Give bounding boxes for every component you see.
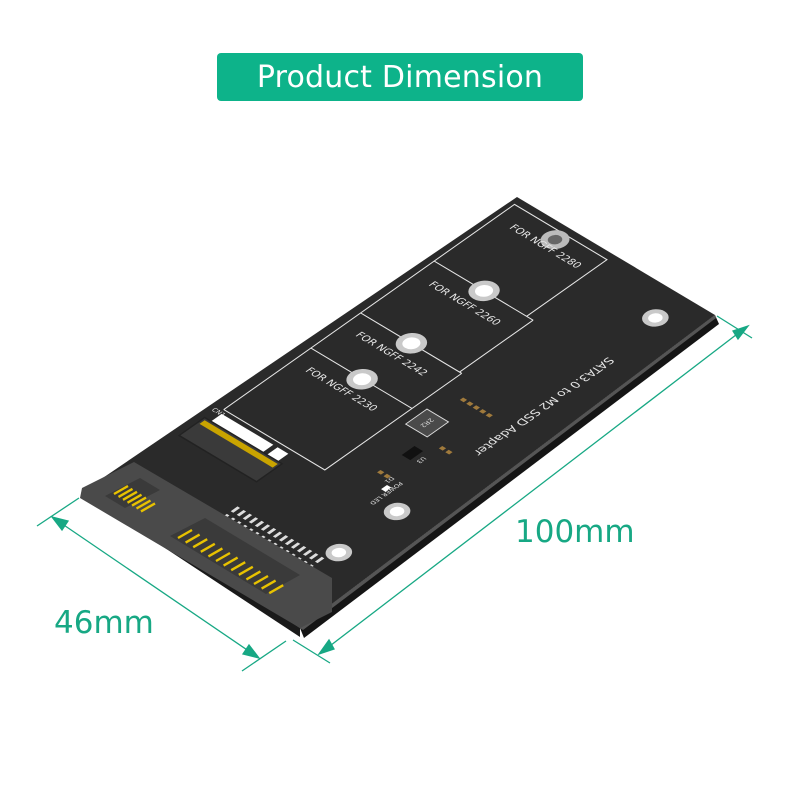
arrow-head-icon [317, 638, 335, 656]
sata-gold-pins [113, 484, 284, 595]
gold-pin [261, 579, 277, 590]
gold-pin [268, 584, 284, 595]
title-banner: Product Dimension [217, 53, 583, 101]
connector-ref-label: CN1 [209, 407, 227, 419]
gold-pin [126, 493, 143, 504]
solder-pad [272, 531, 283, 538]
inductor [404, 408, 450, 438]
sata-connector [80, 462, 332, 628]
sata-power-port [170, 518, 300, 594]
solder-pad [242, 513, 253, 520]
gold-pin [192, 538, 208, 549]
m2-slot-key-area [211, 413, 274, 453]
hole-2230 [346, 368, 378, 390]
length-extension-line-top [716, 315, 753, 339]
length-dimension-line [321, 327, 746, 653]
board-hole [642, 309, 669, 327]
gold-pin [122, 490, 138, 501]
gold-pin [135, 499, 152, 510]
zone-2260-outline [459, 319, 534, 373]
width-extension-line-top [36, 497, 80, 527]
dimension-lines [36, 315, 753, 672]
gold-pin [207, 547, 223, 558]
solder-pad [230, 506, 241, 513]
solder-pad [248, 517, 259, 524]
gold-pin [117, 487, 134, 498]
gold-pin [140, 502, 156, 513]
ic-ref-label: U3 [414, 456, 427, 464]
gold-pin [253, 574, 269, 586]
board-hole [383, 502, 411, 521]
m2-connector-pins [199, 420, 278, 468]
gold-pin [177, 528, 193, 540]
hole-2242 [395, 333, 428, 354]
solder-pad [260, 524, 271, 531]
width-extension-line-bottom [241, 640, 287, 672]
solder-pad [278, 535, 289, 542]
solder-pad [266, 527, 277, 535]
solder-pad [314, 556, 325, 564]
inductor-label: 2R2 [418, 417, 436, 429]
gold-pin [223, 556, 239, 567]
width-dimension-line [54, 518, 257, 657]
length-dimension-label: 100mm [515, 514, 635, 550]
adapter-board [86, 197, 719, 638]
standoff-2280 [540, 230, 570, 250]
regulator-ic [401, 445, 424, 461]
gold-pin [230, 561, 246, 572]
solder-pad [290, 542, 301, 549]
smd-capacitors [377, 397, 493, 479]
arrow-head-icon [241, 643, 261, 660]
mount-holes [325, 230, 669, 562]
solder-pad [308, 553, 319, 560]
board-top [88, 197, 715, 628]
solder-pad [236, 509, 247, 517]
led-ref-label: D1 [382, 475, 395, 484]
width-dimension-label: 46mm [54, 605, 154, 641]
gold-pin [238, 565, 254, 576]
gold-pin [131, 496, 147, 507]
m2-connector [177, 416, 284, 483]
solder-pad [302, 549, 313, 556]
gold-pin [185, 533, 201, 544]
gold-pin [215, 551, 231, 563]
gold-pin [245, 570, 261, 581]
solder-pad [284, 538, 295, 546]
gold-pin [200, 542, 216, 553]
page-title: Product Dimension [256, 59, 544, 95]
arrow-head-icon [50, 515, 70, 532]
hole-2260 [468, 280, 500, 302]
board-edge-highlight [300, 315, 716, 630]
solder-pad [254, 520, 265, 528]
gold-pin [113, 484, 129, 496]
arrow-head-icon [732, 324, 750, 341]
board-edge [300, 315, 719, 638]
board-hole [325, 543, 353, 562]
power-led [381, 484, 392, 492]
length-extension-line-bottom [292, 639, 331, 664]
solder-pad [296, 545, 307, 553]
zone-2242-2230-outline [223, 373, 463, 471]
